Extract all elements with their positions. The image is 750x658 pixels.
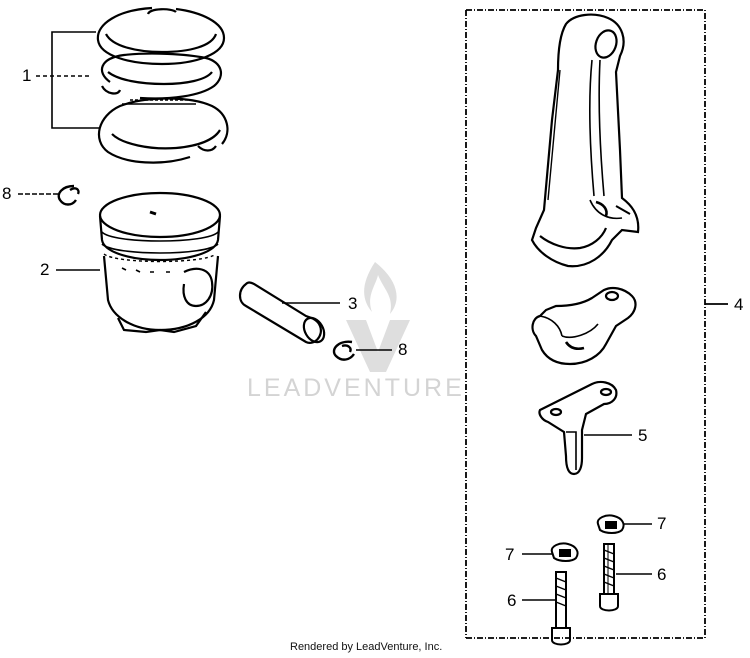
- callout-rod-bolt-right: 6: [657, 565, 667, 584]
- assembly-frame: [465, 9, 728, 639]
- footer-credit: Rendered by LeadVenture, Inc.: [290, 641, 443, 653]
- retaining-ring-bottom: [332, 340, 355, 361]
- callout-piston-pin: 3: [348, 294, 358, 313]
- callout-retaining-ring-top: 8: [2, 184, 12, 203]
- ring-bracket: [36, 31, 100, 129]
- callout-lock-plate-right: 7: [657, 514, 667, 533]
- rod-bolt-left: [551, 571, 571, 646]
- watermark-text: LEADVENTURE: [247, 374, 465, 402]
- lock-plate-left: [550, 542, 579, 562]
- callout-rod-bolt-left: 6: [507, 591, 517, 610]
- connecting-rod: [530, 13, 640, 268]
- retaining-ring-top: [57, 184, 80, 206]
- callout-oil-dipper: 5: [638, 426, 648, 445]
- leadventure-logo: [346, 262, 410, 372]
- rod-cap: [531, 286, 637, 366]
- callout-piston: 2: [40, 260, 50, 279]
- callout-connecting-rod-assembly: 4: [734, 295, 744, 314]
- callout-retaining-ring-bottom: 8: [398, 340, 408, 359]
- lock-plate-right: [596, 514, 625, 534]
- callout-piston-rings: 1: [22, 66, 32, 85]
- piston-rings: [96, 6, 229, 164]
- callout-lock-plate-left: 7: [505, 545, 515, 564]
- oil-dipper: [538, 380, 618, 476]
- piston-pin: [238, 281, 326, 344]
- rod-bolt-right: [599, 543, 619, 612]
- piston: [98, 191, 222, 334]
